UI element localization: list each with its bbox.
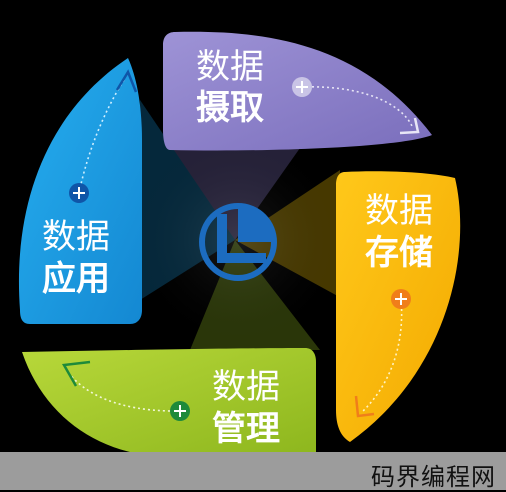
- watermark-bar: [0, 452, 506, 490]
- arrow-head-icon: [115, 69, 138, 93]
- arrow-head-icon: [354, 395, 375, 418]
- plus-icon[interactable]: [69, 183, 89, 203]
- segment-management-line2: 管理: [212, 409, 280, 449]
- segment-acquisition: 数据 摄取: [163, 31, 432, 151]
- segment-application-line2: 应用: [42, 259, 110, 299]
- segment-acquisition-line2: 摄取: [196, 88, 264, 128]
- plus-icon[interactable]: [391, 289, 411, 309]
- segment-application-line1: 数据: [42, 217, 110, 257]
- segment-storage: 数据 存储: [336, 171, 461, 442]
- watermark-text: 码界编程网: [371, 463, 496, 491]
- segment-management: 数据 管理: [22, 348, 316, 452]
- arrow-head-icon: [399, 117, 420, 135]
- segment-storage-line1: 数据: [365, 191, 433, 231]
- arrow-head-icon: [61, 360, 91, 387]
- segment-management-line1: 数据: [212, 367, 280, 407]
- plus-icon[interactable]: [170, 401, 190, 421]
- segment-acquisition-line1: 数据: [196, 47, 264, 87]
- segment-application: 数据 应用: [18, 58, 142, 324]
- pie-chart-icon: [199, 203, 277, 281]
- segment-storage-line2: 存储: [365, 233, 433, 273]
- plus-icon[interactable]: [292, 77, 312, 97]
